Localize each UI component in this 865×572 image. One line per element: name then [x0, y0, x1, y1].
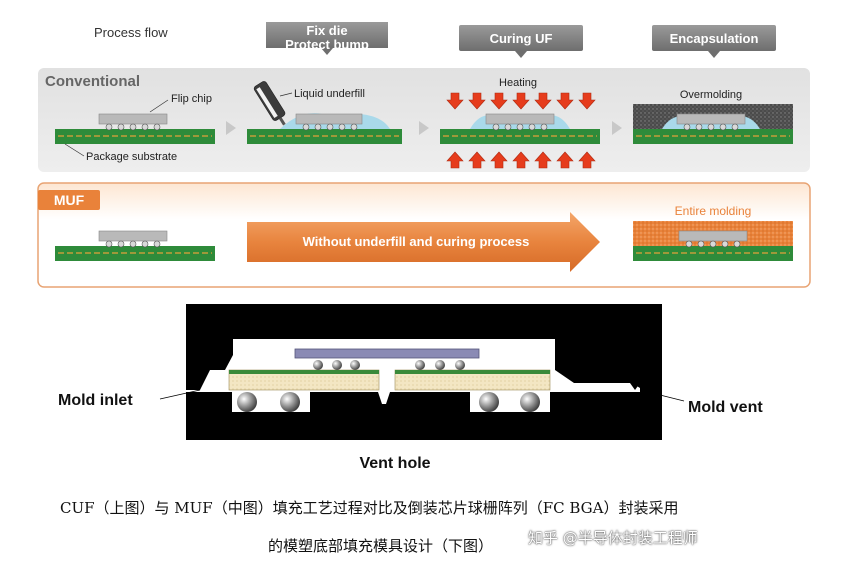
flow-arrow-2 — [419, 121, 429, 135]
muf-arrow-text: Without underfill and curing process — [303, 234, 530, 249]
watermark: 知乎 @半导体封装工程师 — [528, 529, 698, 547]
tab-fix-die: Fix die Protect bump — [266, 22, 388, 55]
mold-cross-section — [186, 304, 662, 440]
conventional-label: Conventional — [45, 73, 140, 90]
caption-line2: 的模塑底部填充模具设计（下图） — [268, 537, 494, 555]
flow-arrow-3 — [612, 121, 622, 135]
conventional-panel — [38, 68, 810, 172]
conv-step1-package — [55, 113, 215, 144]
muf-tag: MUF — [38, 190, 100, 210]
entire-molding-label: Entire molding — [675, 204, 752, 218]
conv-step4-package — [633, 104, 793, 144]
dispenser-needle — [253, 81, 286, 126]
flow-arrow-1 — [226, 121, 236, 135]
overmolding-label: Overmolding — [680, 89, 742, 101]
heating-label: Heating — [499, 77, 537, 89]
vent-hole-label: Vent hole — [359, 455, 430, 472]
tab-fix-die-line2: Protect bump — [285, 37, 369, 52]
process-flow-label: Process flow — [94, 25, 168, 40]
conv-step3-package — [440, 113, 600, 144]
liquid-underfill-label: Liquid underfill — [294, 88, 365, 100]
muf-step1-package — [55, 230, 215, 261]
mold-inlet-label: Mold inlet — [58, 392, 133, 409]
tab-curing-uf-label: Curing UF — [490, 31, 553, 46]
conv-step2-package — [247, 113, 402, 144]
tab-encapsulation: Encapsulation — [652, 25, 776, 58]
caption-line1: CUF（上图）与 MUF（中图）填充工艺过程对比及倒装芯片球栅阵列（FC BGA… — [60, 499, 679, 517]
tab-fix-die-line1: Fix die — [306, 23, 347, 38]
mold-vent-label: Mold vent — [688, 399, 763, 416]
muf-step2-package — [633, 221, 793, 261]
muf-tag-label: MUF — [54, 192, 85, 208]
flip-chip-label: Flip chip — [171, 93, 212, 105]
muf-big-arrow: Without underfill and curing process — [247, 212, 600, 272]
tab-encapsulation-label: Encapsulation — [670, 31, 759, 46]
package-substrate-label: Package substrate — [86, 151, 177, 163]
tab-curing-uf: Curing UF — [459, 25, 583, 58]
